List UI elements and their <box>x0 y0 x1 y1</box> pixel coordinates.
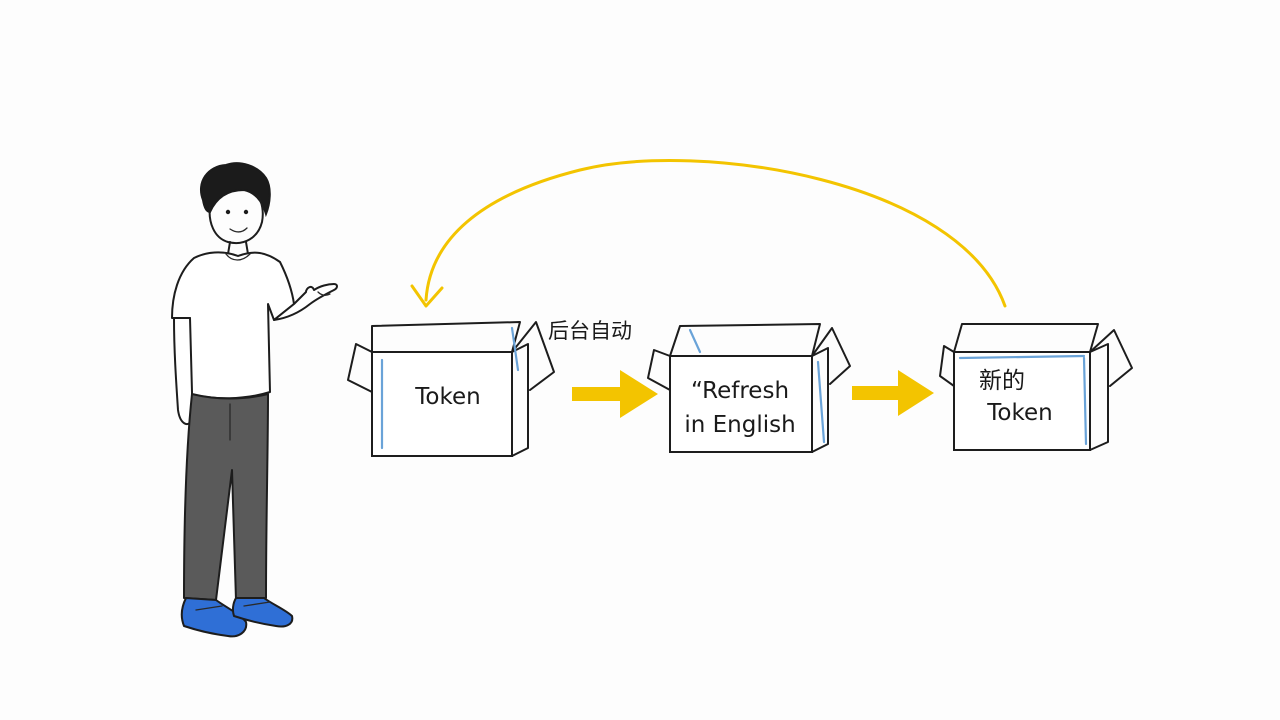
box-new-token-blue-edge <box>958 354 1086 360</box>
return-arc-arrowhead <box>410 284 444 308</box>
person-neck <box>227 241 249 255</box>
box-refresh: “Refresh in English <box>647 323 851 453</box>
box-refresh-label-line2: in English <box>684 412 795 438</box>
box-new-token-label-line1: 新的 <box>979 368 1025 394</box>
box-refresh-side <box>811 347 829 453</box>
box-new-token-blue-edge-2 <box>1082 356 1088 446</box>
person-collar <box>225 253 251 261</box>
box-refresh-blue-edge-2 <box>688 328 702 354</box>
box-new-token: 新的 Token <box>939 323 1133 451</box>
box-token-label: Token <box>414 384 480 410</box>
person-head <box>208 195 264 244</box>
connector-label: 后台自动 <box>548 319 632 343</box>
box-refresh-blue-edge <box>816 360 826 444</box>
box-refresh-flap-back <box>669 323 821 357</box>
return-arc <box>424 159 1007 308</box>
box-token-flap-right <box>511 321 555 391</box>
box-refresh-flap-right <box>811 327 851 385</box>
person-pointing-arm <box>273 283 338 321</box>
person-fingers <box>317 291 331 296</box>
person-eye-left <box>225 209 231 215</box>
person-hair <box>200 162 271 218</box>
box-new-token-flap-left <box>939 345 955 387</box>
box-new-token-flap-right <box>1089 329 1133 387</box>
person-shoe-laces <box>195 601 271 611</box>
box-refresh-front <box>669 355 813 453</box>
box-new-token-flap-back <box>953 323 1099 353</box>
box-refresh-label-line1: “Refresh <box>691 378 789 404</box>
box-token-flap-left <box>347 343 373 393</box>
box-new-token-side <box>1089 343 1109 451</box>
person-figure <box>171 162 338 638</box>
box-new-token-label-line2: Token <box>986 400 1052 426</box>
person-pants <box>183 393 269 601</box>
arrow-box2-to-box3 <box>852 370 934 416</box>
box-refresh-flap-left <box>647 349 671 391</box>
person-eye-right <box>243 209 249 215</box>
box-token-front <box>371 351 513 457</box>
box-token: Token <box>347 321 555 457</box>
arrow-box1-to-box2 <box>572 370 658 418</box>
box-token-blue-edge-2 <box>510 326 520 372</box>
person-left-arm <box>173 317 193 426</box>
box-token-flap-back <box>371 321 521 353</box>
box-new-token-front <box>953 351 1091 451</box>
box-token-side <box>511 343 529 457</box>
person-smile <box>229 227 248 233</box>
